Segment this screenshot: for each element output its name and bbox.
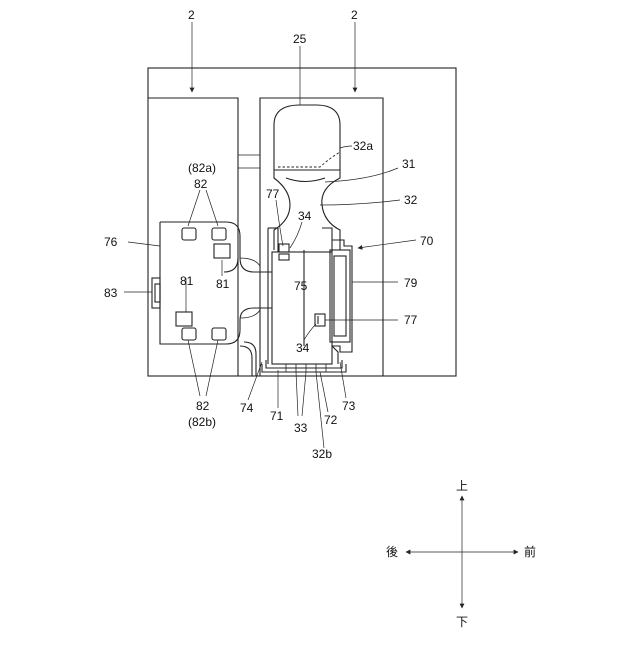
label-71: 71: [270, 409, 284, 423]
left-chamber: [148, 98, 238, 376]
clip-77-top: [279, 244, 289, 260]
label-82b-paren: (82b): [188, 415, 216, 429]
label-33: 33: [294, 421, 308, 435]
label-72: 72: [324, 413, 338, 427]
direction-up: 上: [456, 479, 468, 493]
label-25: 25: [293, 32, 307, 46]
label-70: 70: [420, 234, 434, 248]
label-77-top: 77: [266, 187, 280, 201]
chamber-arcs: [240, 258, 260, 318]
direction-indicator: 上 下 後 前: [386, 479, 536, 629]
label-81-right: 81: [216, 277, 230, 291]
label-79: 79: [404, 276, 418, 290]
label-83: 83: [104, 286, 118, 300]
center-conduit: [238, 155, 260, 168]
label-76: 76: [104, 235, 118, 249]
label-73: 73: [342, 399, 356, 413]
bracket-74: [240, 342, 256, 376]
reference-labels: 2 2 25 32a 31 32 (82a) 82 77 34 76 70 81…: [104, 8, 434, 461]
label-32b: 32b: [312, 447, 332, 461]
block-82a-left: [182, 228, 196, 240]
label-74: 74: [240, 401, 254, 415]
label-81-left: 81: [180, 274, 194, 288]
label-32: 32: [404, 193, 418, 207]
container-25: [274, 105, 340, 170]
direction-back: 後: [386, 545, 398, 559]
label-2-right: 2: [351, 8, 358, 22]
label-75: 75: [294, 279, 308, 293]
port-83: [152, 278, 160, 308]
block-82b-left: [182, 328, 196, 340]
label-82-top: 82: [194, 177, 208, 191]
label-32a: 32a: [353, 139, 373, 153]
block-81-left: [176, 312, 192, 326]
block-82a-right: [212, 228, 226, 240]
label-34-top: 34: [298, 209, 312, 223]
leader-lines: [124, 22, 416, 448]
label-34-bottom: 34: [296, 341, 310, 355]
direction-down: 下: [456, 615, 468, 629]
label-82-bottom: 82: [196, 399, 210, 413]
label-2-left: 2: [188, 8, 195, 22]
clip-77-bottom: [315, 314, 325, 326]
label-77-bottom: 77: [404, 313, 418, 327]
block-81-right: [214, 244, 230, 258]
block-82b-right: [212, 328, 226, 340]
direction-front: 前: [524, 544, 536, 559]
label-82a-paren: (82a): [188, 161, 216, 175]
panel-70: [330, 240, 352, 352]
label-31: 31: [402, 157, 416, 171]
